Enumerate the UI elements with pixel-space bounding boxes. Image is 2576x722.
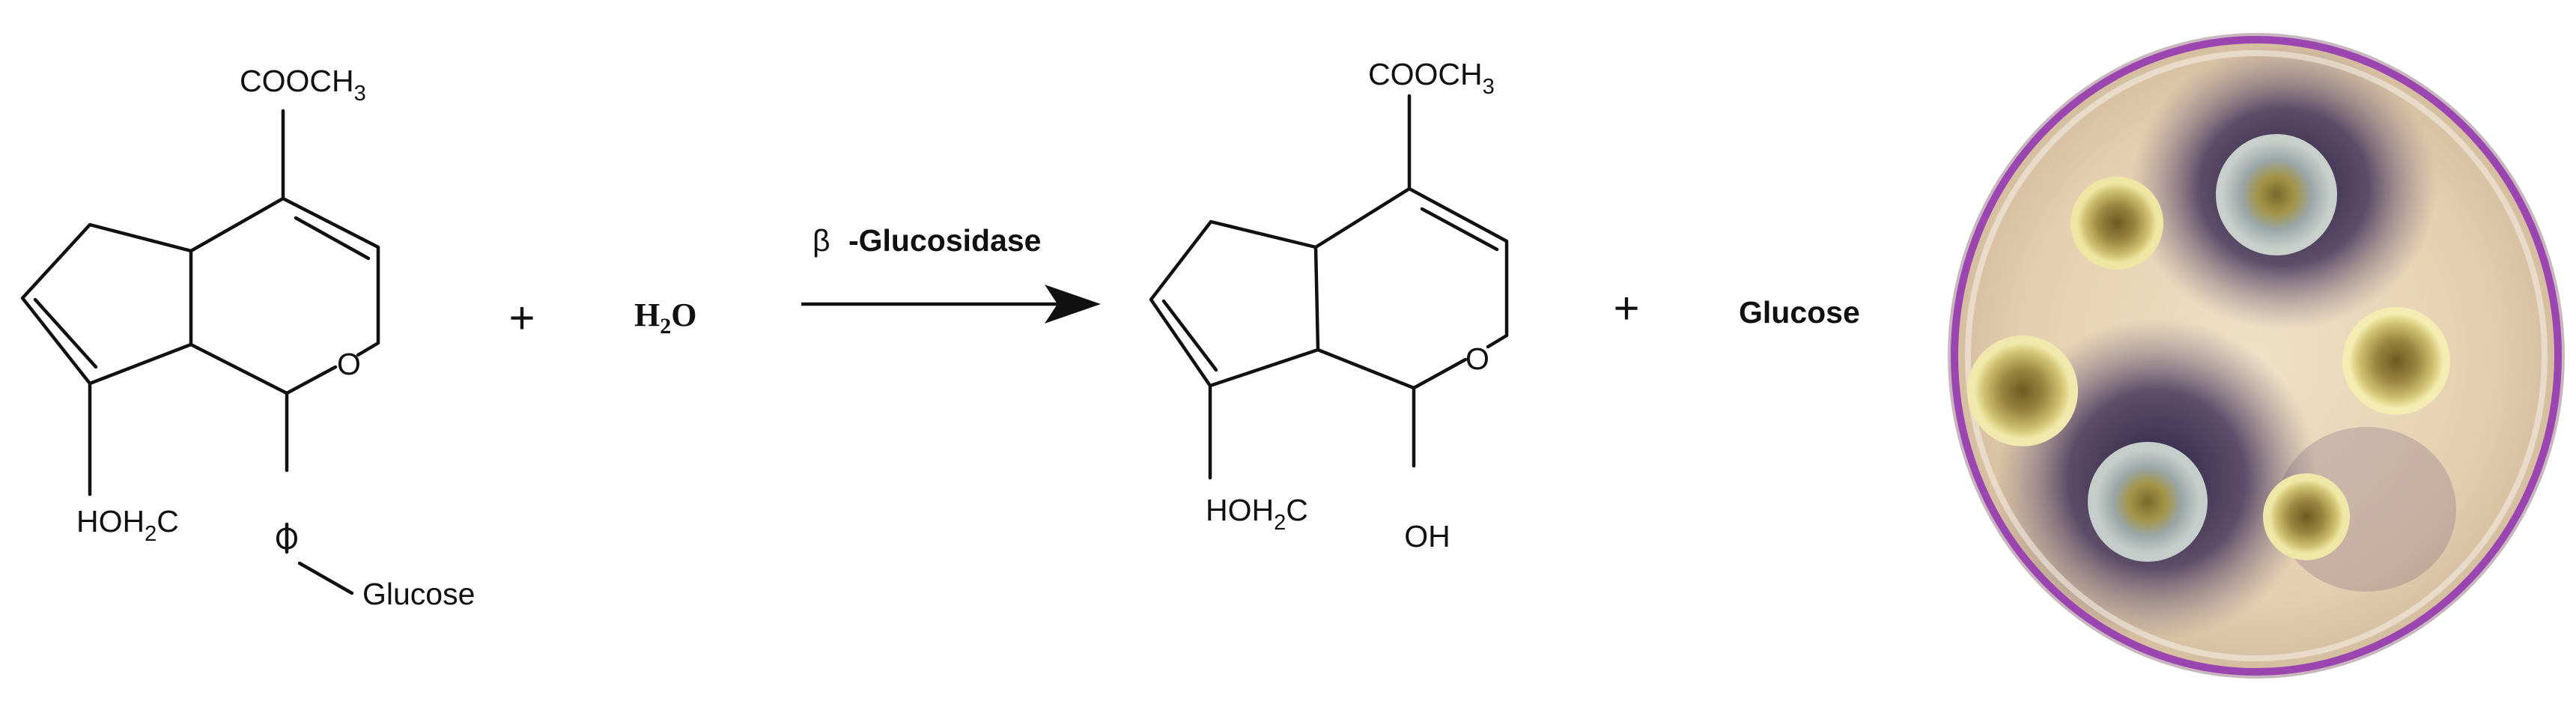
product-hydroxymethyl-label: HOH2C: [1206, 493, 1308, 535]
reaction-arrow: β -Glucosidase: [801, 223, 1101, 324]
colony-right: [2342, 307, 2450, 415]
water-label: H2O: [634, 297, 696, 339]
plus-sign-2: +: [1613, 283, 1639, 333]
colony-bottom-center: [2088, 442, 2208, 562]
dish-rim: [1951, 36, 2562, 676]
product-hydroxyl-label: OH: [1404, 519, 1450, 553]
product-double-bonds: [1161, 207, 1499, 372]
reactant-structure: COOCH3 O HOH2C O Glucose: [20, 64, 475, 611]
product-structure: COOCH3 O HOH2C OH: [1149, 57, 1509, 553]
plus-sign-1: +: [508, 293, 535, 343]
beta-symbol: β: [812, 223, 830, 258]
colony-top-left: [2071, 177, 2163, 270]
product-bonds: [1149, 94, 1509, 480]
colony-top-center: [2216, 134, 2337, 255]
petri-dish-photo: [1948, 33, 2565, 679]
colony-bottom-right: [2263, 473, 2350, 560]
enzyme-label: -Glucosidase: [848, 223, 1041, 258]
product-ring-oxygen: O: [1465, 342, 1489, 376]
reactant-double-bonds: [33, 216, 371, 369]
reactant-bonds: [20, 109, 380, 595]
product-ester-label: COOCH3: [1368, 57, 1495, 99]
dish-inner-rim: [1965, 50, 2548, 661]
colony-left: [1967, 336, 2078, 446]
reactant-ester-label: COOCH3: [240, 64, 366, 106]
reactant-ring-oxygen: O: [337, 347, 361, 381]
reactant-hydroxymethyl-label: HOH2C: [76, 504, 179, 546]
reactant-glycosidic-oxygen: O: [275, 521, 299, 556]
arrow-head: [1045, 285, 1101, 324]
glucose-product-label: Glucose: [1739, 295, 1860, 330]
reactant-glucose-label: Glucose: [362, 577, 475, 611]
